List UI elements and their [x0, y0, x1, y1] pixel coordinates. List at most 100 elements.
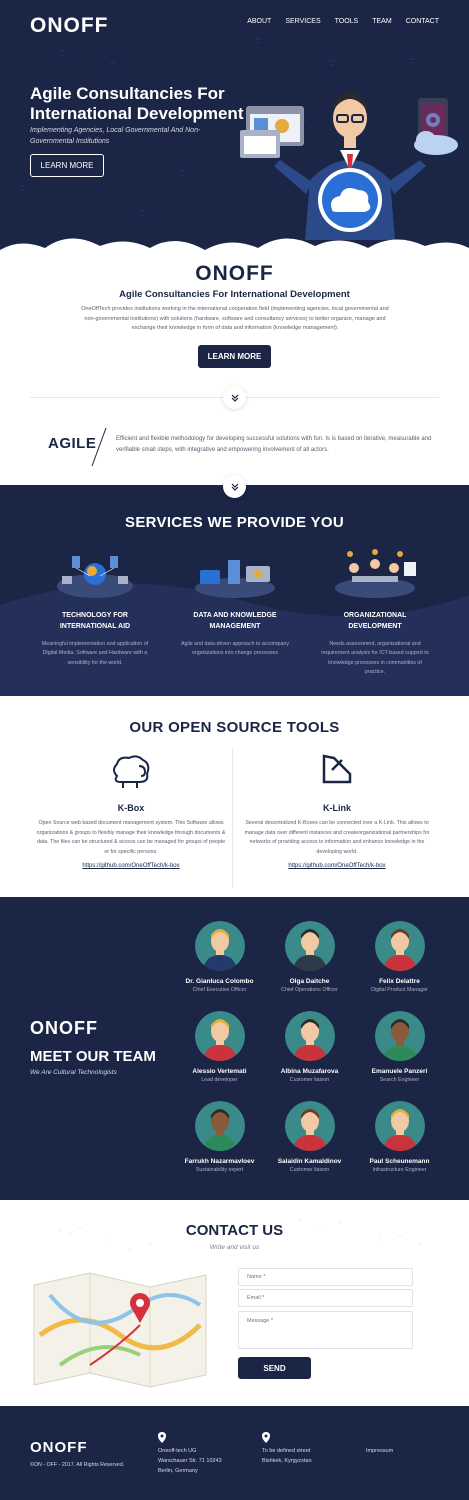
tool-name: K-Link — [323, 803, 351, 813]
email-field[interactable] — [238, 1289, 413, 1307]
member-name: Dr. Gianluca Colombo — [185, 978, 254, 985]
data-pipeline-icon — [195, 560, 275, 598]
member-name: Albina Muzafarova — [280, 1068, 339, 1075]
impressum-link[interactable]: Impressum — [366, 1448, 394, 1454]
avatar — [374, 1011, 425, 1061]
services-title: SERVICES WE PROVIDE YOU — [125, 514, 344, 531]
avatar — [284, 1011, 335, 1061]
member-name: Salaidin Kamaldinov — [277, 1158, 342, 1165]
footer-address-berlin: Oneoff-tech UG Warschauer Str. 71 10243 … — [158, 1432, 222, 1477]
agile-title: AGILE — [48, 435, 97, 452]
tool-klink: K-Link Several decentralized K-Boxes can… — [242, 752, 432, 869]
hero-cloud-edge — [0, 238, 469, 270]
footer-logo[interactable]: ONOFF — [30, 1439, 88, 1456]
tools-section: OUR OPEN SOURCE TOOLS K-Box Open Source … — [0, 696, 469, 897]
main-nav: ONOFF ABOUT SERVICES TOOLS TEAM CONTACT — [0, 14, 469, 38]
scroll-down-button-2[interactable] — [223, 475, 246, 498]
team-section: ONOFF MEET OUR TEAM We Are Cultural Tech… — [0, 897, 469, 1200]
member-role: Customer liaison — [289, 1167, 330, 1173]
contact-subtitle: Write and visit us — [209, 1244, 260, 1251]
kbox-github-link[interactable]: https://github.com/OneOffTech/k-box — [82, 863, 180, 870]
intro-heading: Agile Consultancies For International De… — [119, 289, 350, 300]
member-name: Farrukh Nazarmavloev — [184, 1158, 255, 1165]
member-role: Customer liaison — [289, 1077, 330, 1083]
member-role: Digital Product Manager — [371, 987, 428, 993]
message-field[interactable] — [238, 1311, 413, 1349]
avatar — [194, 1101, 245, 1151]
slash-decoration — [91, 428, 107, 466]
klink-github-link[interactable]: https://github.com/OneOffTech/k-box — [288, 863, 386, 870]
contact-title: CONTACT US — [185, 1222, 284, 1239]
address-line: Berlin, Germany — [158, 1467, 198, 1474]
member-name: Olga Daitche — [289, 978, 330, 985]
hero-learn-more-button[interactable]: LEARN MORE — [30, 154, 104, 177]
intro-learn-more-button[interactable]: LEARN MORE — [198, 345, 271, 368]
world-map-dots — [58, 1218, 422, 1252]
tool-desc: Several decentralized K-Boxes can be con… — [244, 820, 430, 855]
address-line: Warschauer Str. 71 10243 — [158, 1457, 222, 1464]
tool-desc: Open Source web based document managemen… — [36, 820, 226, 855]
nav-tools[interactable]: TOOLS — [334, 18, 359, 25]
businessman-illustration — [240, 92, 458, 240]
tools-separator — [232, 748, 233, 888]
service-desc: Agile and data-driven approach to accomp… — [180, 641, 290, 657]
hero-section: ONOFF ABOUT SERVICES TOOLS TEAM CONTACT … — [0, 0, 469, 270]
hero-title: Agile Consultancies For International De… — [30, 84, 244, 124]
member-name: Felix Delattre — [379, 978, 420, 985]
nav-services[interactable]: SERVICES — [285, 18, 321, 25]
agile-text: Efficient and flexible methodology for d… — [116, 436, 432, 453]
address-line: To be defined street — [262, 1448, 311, 1454]
service-name: DATA AND KNOWLEDGE MANAGEMENT — [193, 612, 277, 630]
service-data: DATA AND KNOWLEDGE MANAGEMENT Agile and … — [180, 548, 290, 659]
avatar — [374, 1101, 425, 1151]
service-name: ORGANIZATIONAL DEVELOPMENT — [343, 612, 407, 630]
folded-map-illustration — [33, 1272, 207, 1388]
avatar — [194, 1011, 245, 1061]
address-line: Bishkek, Kyrgyzstan — [262, 1457, 312, 1464]
footer-copyright: ©ON - OFF - 2017. All Rights Reserved. — [30, 1462, 125, 1468]
member-role: Chief Executive Officer — [192, 987, 247, 993]
nav-about[interactable]: ABOUT — [247, 18, 272, 25]
globe-network-icon — [57, 556, 133, 598]
tool-name: K-Box — [117, 803, 145, 813]
location-pin-icon — [262, 1432, 270, 1443]
service-name: TECHNOLOGY FOR INTERNATIONAL AID — [59, 612, 131, 630]
scroll-down-button[interactable] — [223, 386, 246, 409]
intro-text: OneOffTech provides institutions working… — [81, 306, 389, 332]
member-role: Lead developer — [201, 1077, 238, 1083]
send-button[interactable]: SEND — [238, 1357, 311, 1379]
intro-logo: ONOFF — [195, 262, 274, 285]
tools-title: OUR OPEN SOURCE TOOLS — [129, 719, 340, 736]
service-desc: Meaningful implementation and applicatio… — [41, 641, 149, 666]
name-field[interactable] — [238, 1268, 413, 1286]
hero-subtitle: Implementing Agencies, Local Governmenta… — [30, 127, 201, 145]
footer: ONOFF ©ON - OFF - 2017. All Rights Reser… — [0, 1406, 469, 1500]
avatar — [284, 1101, 335, 1151]
member-name: Paul Scheunemann — [369, 1158, 430, 1165]
logo[interactable]: ONOFF — [30, 14, 109, 37]
avatar — [284, 921, 335, 971]
footer-address-bishkek: To be defined street Bishkek, Kyrgyzstan — [262, 1432, 312, 1467]
team-logo: ONOFF — [30, 1018, 98, 1038]
member-role: Chief Operations Officer — [281, 987, 338, 993]
nav-team[interactable]: TEAM — [372, 18, 392, 25]
avatar — [374, 921, 425, 971]
klink-logo-icon — [322, 754, 352, 784]
services-section: SERVICES WE PROVIDE YOU TECHNOLOGY FOR I… — [0, 485, 469, 696]
contact-section: CONTACT US Write and visit us SEND — [0, 1200, 469, 1406]
location-pin-icon — [158, 1432, 166, 1443]
service-technology: TECHNOLOGY FOR INTERNATIONAL AID Meaning… — [40, 548, 150, 668]
team-subtitle: We Are Cultural Technologists — [30, 1069, 117, 1076]
tool-kbox: K-Box Open Source web based document man… — [36, 752, 226, 869]
team-title: MEET OUR TEAM — [30, 1048, 156, 1065]
nav-contact[interactable]: CONTACT — [405, 18, 439, 25]
